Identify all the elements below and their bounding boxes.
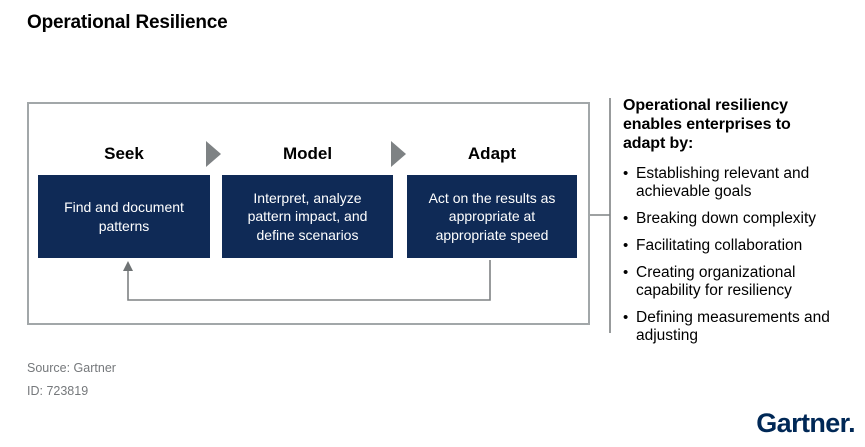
list-item: • Defining measurements and adjusting xyxy=(623,309,855,345)
stage-label-model: Model xyxy=(282,144,333,163)
process-frame xyxy=(27,102,590,325)
list-item: • Breaking down complexity xyxy=(623,210,855,228)
bullet-text: Establishing relevant and achievable goa… xyxy=(636,164,810,200)
side-panel-bullet-list: • Establishing relevant and achievable g… xyxy=(623,165,860,346)
page-title: Operational Resilience xyxy=(27,12,228,33)
list-item: • Establishing relevant and achievable g… xyxy=(623,165,855,201)
bullet-text: Creating organizational capability for r… xyxy=(636,264,796,300)
side-panel: Operational resiliency enables enterpris… xyxy=(623,96,860,355)
bullet-icon: • xyxy=(623,264,629,282)
bullet-text: Breaking down complexity xyxy=(636,209,817,227)
stage-label-adapt: Adapt xyxy=(467,144,517,163)
arrow-right-icon xyxy=(206,141,221,167)
source-note: Source: Gartner xyxy=(27,361,116,375)
stage-description: Find and document patterns xyxy=(64,199,184,234)
stage-description: Act on the results as appropriate at app… xyxy=(428,190,556,243)
stage-box-adapt: Act on the results as appropriate at app… xyxy=(407,175,577,258)
gartner-logo: Gartner. xyxy=(756,408,855,438)
bullet-icon: • xyxy=(623,209,629,227)
side-panel-heading: Operational resiliency enables enterpris… xyxy=(623,97,791,153)
bullet-text: Defining measurements and adjusting xyxy=(636,309,830,345)
stage-label-seek: Seek xyxy=(104,144,144,163)
list-item: • Creating organizational capability for… xyxy=(623,264,855,300)
bullet-text: Facilitating collaboration xyxy=(636,236,803,254)
stage-box-seek: Find and document patterns xyxy=(38,175,210,258)
bullet-icon: • xyxy=(623,164,629,182)
bullet-icon: • xyxy=(623,236,629,254)
stage-description: Interpret, analyze pattern impact, and d… xyxy=(247,190,368,243)
list-item: • Facilitating collaboration xyxy=(623,237,855,255)
bullet-icon: • xyxy=(623,309,629,327)
arrow-right-icon xyxy=(391,141,406,167)
document-id: ID: 723819 xyxy=(27,384,89,398)
stage-box-model: Interpret, analyze pattern impact, and d… xyxy=(222,175,393,258)
